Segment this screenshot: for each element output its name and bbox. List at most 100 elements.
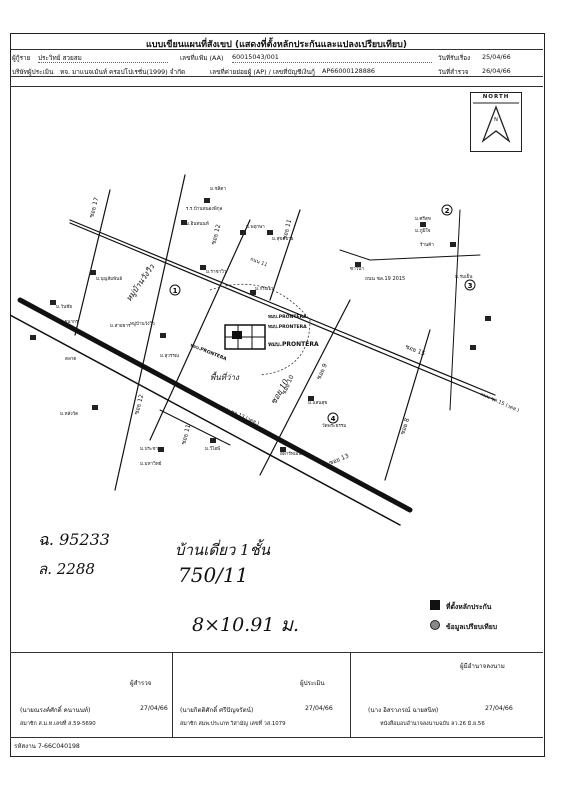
svg-text:ม.ภูมิใจ: ม.ภูมิใจ — [415, 228, 431, 234]
svg-text:ม.ชลิตา: ม.ชลิตา — [210, 186, 226, 192]
house-number: 750/11 — [178, 563, 249, 587]
chanote-number: ฉ. 95233 — [38, 530, 110, 549]
appraiser-name: (นายกิตติศักดิ์ ศรีปัญจรัตน์) — [180, 707, 254, 714]
svg-text:หมบ.PRONTERA: หมบ.PRONTERA — [268, 324, 307, 330]
applicant-value: ประวิทย์ สวยสม — [38, 54, 82, 62]
authority-cert: หนังสือมอบอำนาจลงนามฉบับ ลว.26 มิ.ย.56 — [380, 721, 485, 727]
company-value: หจ. มาแนจเม้นท์ ครอปโปเรชั่น(1999) จำกัด — [60, 68, 186, 76]
svg-text:ม.สายธาร: ม.สายธาร — [110, 323, 131, 329]
svg-text:ม.วีไอพี: ม.วีไอพี — [205, 445, 220, 452]
divider — [10, 652, 543, 653]
road — [159, 409, 231, 446]
road — [369, 254, 481, 261]
svg-text:ม.อินทนนท์: ม.อินทนนท์ — [186, 220, 209, 227]
form-border — [10, 33, 545, 757]
north-label: NORTH — [482, 94, 510, 100]
main-road-edge — [10, 314, 401, 526]
road-label-soi17: ซอย 17 — [88, 197, 100, 219]
inspect-value: 26/04/66 — [482, 67, 511, 75]
svg-text:อพาร์ทเมนท์: อพาร์ทเมนท์ — [280, 450, 305, 457]
svg-text:4: 4 — [331, 415, 336, 423]
divider — [10, 737, 543, 738]
svg-text:ม.สุวรรณ: ม.สุวรรณ — [160, 353, 180, 359]
survey-number: ล. 2288 — [38, 560, 95, 578]
divider — [10, 49, 543, 50]
road — [384, 329, 431, 481]
svg-text:ตลาด: ตลาด — [65, 357, 76, 362]
collateral-marker — [232, 331, 242, 339]
form-title: แบบเขียนแผนที่สังเขป (แสดงที่ตั้งหลักประ… — [146, 40, 407, 50]
inspect-label: วันที่สำรวจ — [438, 68, 469, 76]
svg-text:ม.ศรีสุข: ม.ศรีสุข — [415, 215, 431, 222]
road-label-soi12: ซอย 12 — [210, 224, 222, 246]
divider — [172, 652, 173, 737]
appraiser-member: สมาชิก สมพ.ประเภท วิสามัญ เลขที่ วส.1079 — [180, 721, 286, 727]
authority-name: (นาง อิสราภรณ์ ฉายสนิท) — [368, 707, 439, 714]
applicant-label: ผู้กู้ราย — [12, 54, 31, 62]
house-type: บ้านเดี่ยว 1ชั้น — [175, 541, 271, 559]
svg-text:ม.พฤกษา: ม.พฤกษา — [246, 224, 265, 230]
collateral-legend-label: ที่ตั้งหลักประกัน — [446, 603, 492, 611]
road-label-soi8: ซอย 8 — [399, 417, 411, 435]
svg-text:หมู่บ้านวังวิว: หมู่บ้านวังวิว — [130, 320, 155, 327]
comparison-legend-label: ข้อมูลเปรียบเทียบ — [446, 623, 498, 631]
road-label-soi13: ซอย 13 — [328, 453, 350, 467]
comparison-legend-icon — [430, 620, 440, 630]
hand-area: พื้นที่ว่าง — [210, 371, 240, 382]
dotted-line — [232, 62, 432, 63]
land-size: 8×10.91 ม. — [192, 614, 300, 636]
appraiser-value: AP66000128886 — [322, 67, 375, 75]
dotted-line — [38, 62, 168, 63]
svg-text:3: 3 — [468, 282, 473, 290]
appraiser-label: เลขที่ค่ายย่อยผู้ (AP) / เลขที่บัญชีเงิน… — [210, 68, 315, 76]
appraiser-role: ผู้ประเมิน — [300, 680, 325, 687]
divider — [10, 76, 543, 77]
property-block — [209, 283, 311, 376]
road — [339, 249, 371, 261]
road — [269, 209, 301, 301]
collateral-legend-icon — [430, 600, 440, 610]
road-label-soi11-b: ซอย 11 — [180, 424, 192, 446]
svg-text:ม.มหาวิทย์: ม.มหาวิทย์ — [140, 460, 162, 467]
svg-text:ม.หลังวัด: ม.หลังวัด — [60, 410, 78, 417]
surveyor-member: สมาชิก ส.ม.ท.เลขที่ ส.59-5690 — [20, 721, 96, 727]
svg-text:ม.วันชัย: ม.วันชัย — [56, 303, 72, 310]
surveyor-date: 27/04/66 — [140, 705, 168, 712]
road — [74, 189, 111, 336]
svg-text:ม.สุขสบาย: ม.สุขสบาย — [272, 236, 294, 242]
road-label-11: ถนน 11 — [249, 256, 268, 268]
road-label-soi9: ซอย 9 — [315, 362, 329, 380]
svg-text:หมบ.PRONTERA: หมบ.PRONTERA — [268, 314, 307, 320]
building-icons — [30, 198, 491, 452]
appraiser-date: 27/04/66 — [305, 705, 333, 712]
svg-text:ร.ร.บ้านหนองพิกุล: ร.ร.บ้านหนองพิกุล — [186, 206, 222, 212]
svg-text:1: 1 — [173, 287, 178, 295]
road — [449, 209, 461, 411]
hand-village: หมู่บ้านวังวิว — [124, 262, 157, 303]
road — [149, 219, 251, 441]
svg-text:ม.ธนากร: ม.ธนากร — [60, 319, 79, 325]
location-map: 1 2 3 4 ซอย 17 ซอย 12 ซอย 11 ซอย 10 ซอย … — [10, 174, 520, 526]
comparison-markers: 1 2 3 4 — [169, 204, 476, 424]
svg-text:ร้านค้า: ร้านค้า — [420, 242, 434, 248]
svg-text:วัดพระธรรม: วัดพระธรรม — [322, 422, 346, 429]
svg-text:หมบ.PRONTERA: หมบ.PRONTERA — [189, 342, 228, 362]
road — [69, 219, 496, 396]
svg-text:2: 2 — [445, 207, 450, 215]
svg-text:ม.ร่มเย็น: ม.ร่มเย็น — [455, 272, 473, 280]
road — [259, 299, 351, 476]
road-label-soi15: ซอย 15 — [404, 343, 426, 357]
svg-text:N: N — [494, 117, 498, 123]
divider — [10, 86, 543, 87]
job-code: รหัสงาน 7-66C040198 — [14, 743, 80, 750]
authority-role: ผู้มีอำนาจลงนาม — [460, 663, 505, 670]
received-label: วันที่รับเรื่อง — [438, 54, 471, 62]
divider — [350, 652, 351, 737]
road — [114, 174, 186, 491]
company-label: บริษัทผู้ประเมิน — [12, 68, 54, 76]
road — [69, 222, 496, 401]
road-label-soi12-b: ซอย 12 — [133, 394, 145, 416]
svg-text:ม.แสนสุข: ม.แสนสุข — [308, 400, 327, 406]
north-arrow-icon: N — [473, 102, 519, 143]
north-arrow: NORTH N — [470, 92, 522, 152]
